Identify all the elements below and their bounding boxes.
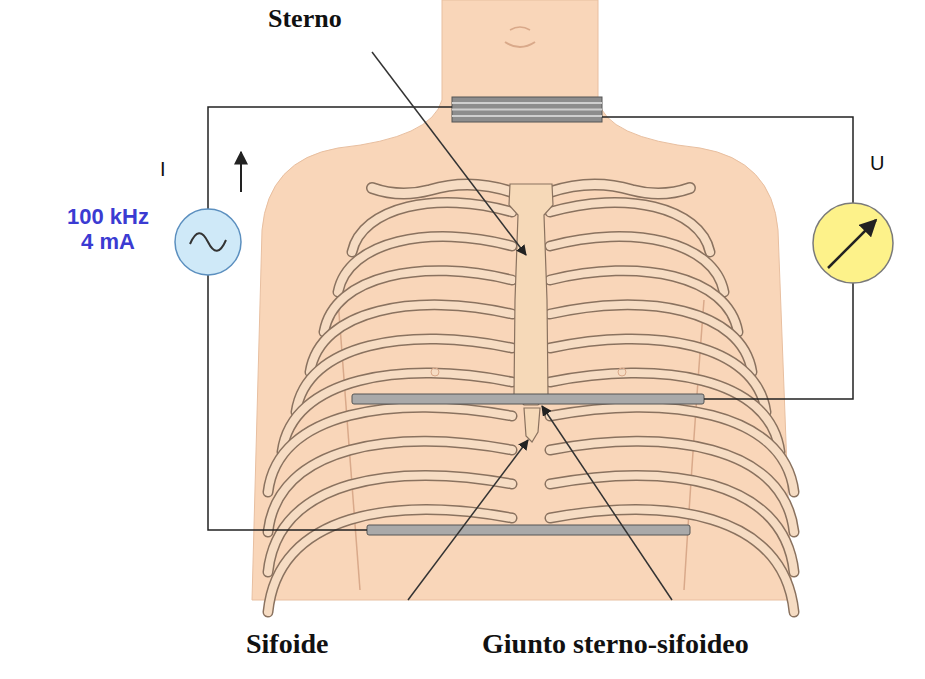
thorax-electrode	[352, 394, 704, 404]
chin	[510, 27, 530, 30]
rib	[550, 475, 794, 572]
wire	[208, 275, 367, 530]
current-arrow	[240, 152, 242, 192]
xiphoid	[524, 408, 540, 442]
chin	[505, 42, 535, 47]
wire	[704, 283, 853, 399]
torso	[252, 0, 792, 600]
clavicle	[372, 184, 512, 193]
neck-electrode	[452, 97, 602, 122]
wire	[208, 107, 452, 209]
leader-line	[372, 52, 526, 255]
current-symbol: I	[160, 158, 166, 181]
clavicle	[550, 184, 690, 193]
rib	[268, 475, 512, 572]
rib	[550, 441, 794, 532]
sternum	[509, 184, 553, 405]
rib	[268, 441, 512, 532]
rib	[268, 475, 512, 572]
part-label: Sifoide	[246, 628, 328, 660]
clavicle	[372, 184, 512, 193]
wire	[602, 117, 853, 203]
rib	[550, 475, 794, 572]
part-label: Giunto sterno-sifoideo	[482, 628, 749, 660]
voltage-symbol: U	[870, 152, 884, 175]
clavicle	[550, 184, 690, 193]
leader-line	[408, 440, 528, 600]
current-source	[175, 209, 241, 275]
voltmeter	[813, 203, 893, 283]
source-spec: 100 kHz 4 mA	[58, 204, 158, 255]
part-label: Sterno	[268, 4, 342, 34]
rib	[550, 441, 794, 532]
leader-line	[542, 406, 672, 600]
rib	[268, 441, 512, 532]
abdomen-electrode	[367, 525, 690, 535]
